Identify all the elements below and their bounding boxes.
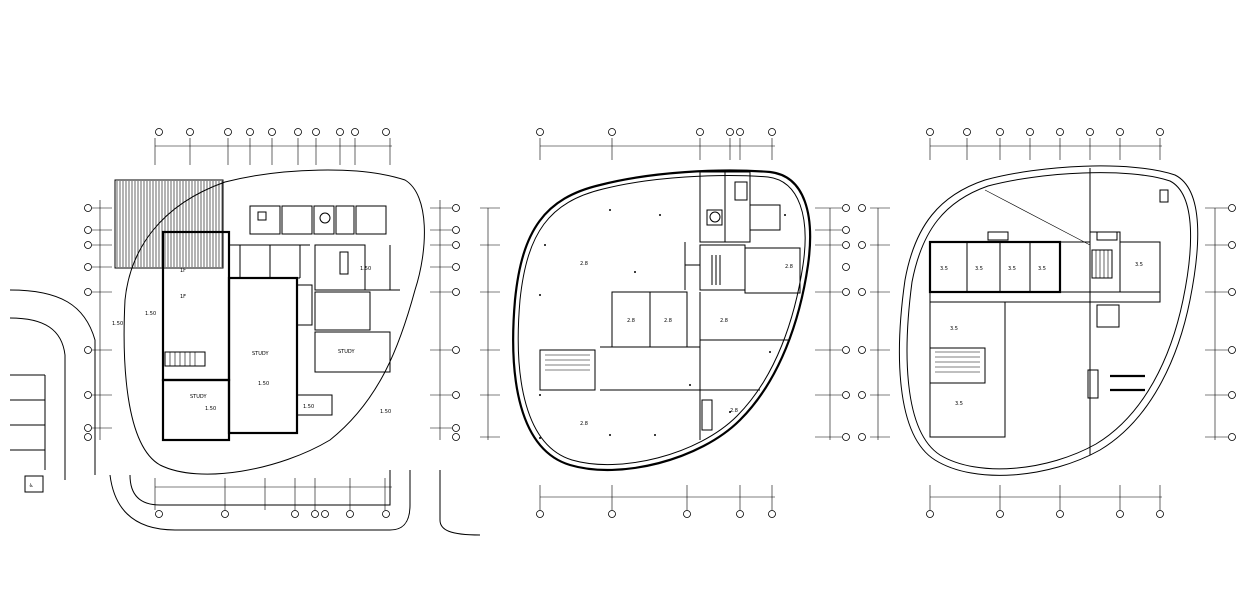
plan-1-label: 1F — [180, 268, 186, 274]
floor-plan-2: 2.8 2.8 2.8 2.8 2.8 2.8 2.8 — [480, 128, 850, 518]
plan-2-label: 2.8 — [785, 264, 793, 270]
plan-2-top-dimensions — [536, 128, 776, 160]
plan-2-dots — [539, 209, 786, 439]
plan-2-label: 2.8 — [720, 318, 728, 324]
plan-1-label: 1.50 — [303, 404, 314, 410]
plan-2-label: 2.8 — [627, 318, 635, 324]
plan-3-bottom-dimensions — [926, 485, 1164, 518]
plan-2-outer-wall — [512, 169, 812, 472]
svg-text:♿: ♿ — [29, 483, 33, 489]
plan-1-labels: 1F 1F STUDY STUDY STUDY 1.50 1.50 1.50 1… — [112, 266, 391, 415]
floor-plan-3: 3.5 3.5 3.5 3.5 3.5 3.5 3.5 — [858, 128, 1236, 518]
plan-1-label: 1.50 — [145, 311, 156, 317]
plan-1-label: 1.50 — [360, 266, 371, 272]
plan-2-label: 2.8 — [730, 408, 738, 414]
plan-1-right-axes — [430, 200, 460, 441]
plan-3-label: 3.5 — [975, 266, 983, 272]
plan-3-side-dimensions — [858, 204, 1236, 441]
plan-1-label: STUDY — [338, 349, 355, 355]
plan-1-bottom-dimensions — [154, 478, 392, 518]
plan-1-label: 1.50 — [258, 381, 269, 387]
plan-1-label: 1.50 — [205, 406, 216, 412]
plan-2-bottom-dimensions — [536, 485, 776, 518]
plan-1-label: STUDY — [190, 394, 207, 400]
plan-3-walls — [928, 168, 1169, 455]
plan-2-label: 2.8 — [580, 421, 588, 427]
plan-1-label: 1.50 — [112, 321, 123, 327]
plan-1-walls — [161, 205, 400, 442]
plan-3-label: 3.5 — [1008, 266, 1016, 272]
plan-1-hatched-roof — [114, 179, 224, 269]
plan-3-labels: 3.5 3.5 3.5 3.5 3.5 3.5 3.5 — [940, 262, 1143, 407]
floor-plan-1: ♿ 1F 1F STUDY STUDY STUDY 1.50 1.50 1. — [9, 128, 481, 536]
plan-1-label: STUDY — [252, 351, 269, 357]
plan-2-label: 2.8 — [664, 318, 672, 324]
plan-3-label: 3.5 — [940, 266, 948, 272]
plan-1-site-boundary — [123, 169, 425, 475]
plan-3-label: 3.5 — [1135, 262, 1143, 268]
plan-1-left-axes — [84, 200, 112, 441]
plan-3-top-dimensions — [926, 128, 1164, 160]
plan-3-label: 3.5 — [1038, 266, 1046, 272]
plan-1-top-dimensions — [154, 128, 392, 165]
plan-2-walls — [539, 171, 801, 440]
plan-2-side-dimensions — [480, 204, 850, 441]
plan-1-label: 1.50 — [380, 409, 391, 415]
plan-3-label: 3.5 — [955, 401, 963, 407]
plan-3-outer-wall — [898, 165, 1199, 476]
plan-2-labels: 2.8 2.8 2.8 2.8 2.8 2.8 2.8 — [580, 261, 793, 427]
plan-2-label: 2.8 — [580, 261, 588, 267]
plan-1-label: 1F — [180, 294, 186, 300]
plan-3-label: 3.5 — [950, 326, 958, 332]
plan-1-driveway: ♿ — [9, 289, 481, 536]
